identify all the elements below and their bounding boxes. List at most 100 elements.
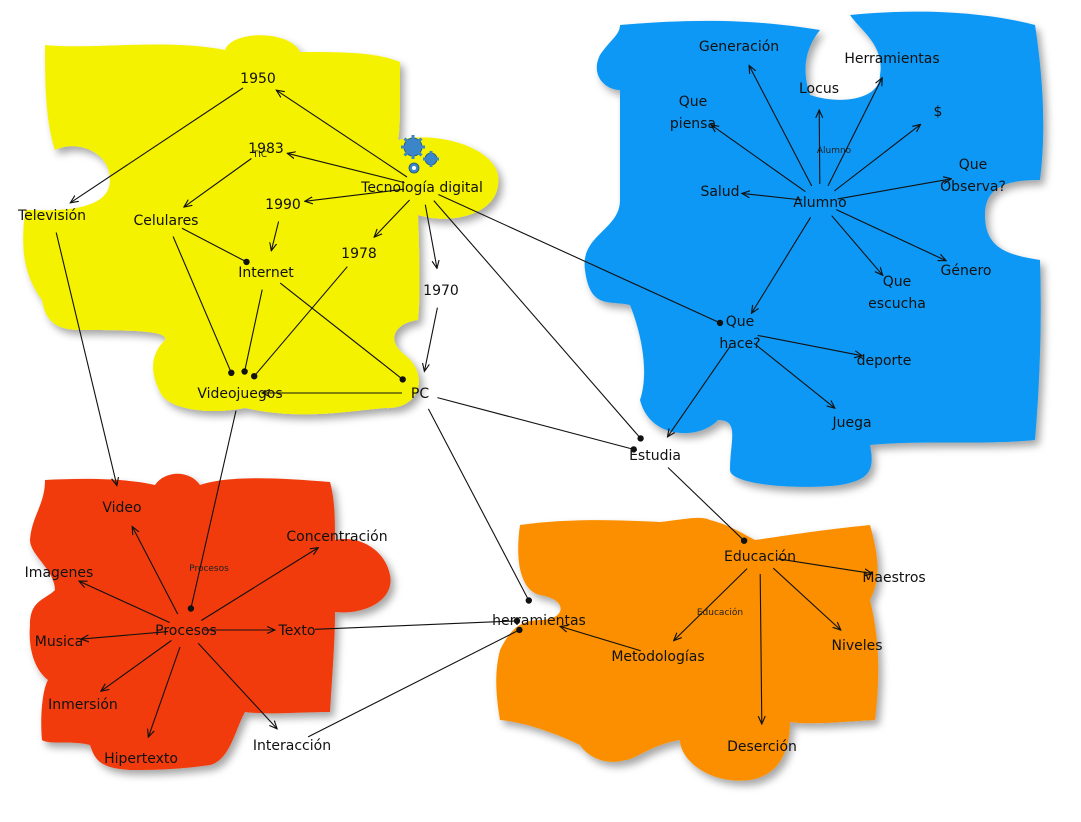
- node-texto[interactable]: Texto: [278, 623, 316, 639]
- node-metodologias[interactable]: Metodologías: [611, 649, 704, 665]
- edge-dot-pc-estudia: [630, 446, 637, 453]
- node-dolar[interactable]: $: [934, 104, 943, 120]
- edge-alumno-locus: [819, 110, 820, 185]
- node-pc[interactable]: PC: [411, 386, 429, 402]
- edge-procesos-interaccion: [197, 642, 277, 729]
- edge-tecnologia-n1990: [305, 188, 405, 201]
- edge-procesos-musica: [81, 631, 169, 640]
- edge-pc-estudia: [437, 397, 634, 450]
- node-inmersion[interactable]: Inmersión: [48, 697, 118, 713]
- node-generacion[interactable]: Generación: [699, 39, 779, 55]
- node-maestros[interactable]: Maestros: [862, 570, 925, 586]
- puzzle-piece-procesos: [29, 473, 391, 770]
- edge-tecnologia-n1983: [287, 153, 405, 184]
- edge-alumno-salud: [742, 193, 803, 201]
- edge-procesos-inmersion: [101, 640, 172, 692]
- edge-tecnologia-estudia: [433, 200, 642, 439]
- edge-dot-videojuegos-procesos: [187, 605, 195, 612]
- node-imagenes[interactable]: Imagenes: [25, 565, 94, 581]
- node-n1970[interactable]: 1970: [423, 283, 459, 299]
- edge-dot-interaccion-herramientas: [516, 626, 523, 634]
- edge-alumno-que_observa: [837, 179, 952, 200]
- node-interaccion[interactable]: Interacción: [253, 738, 331, 754]
- edge-que_hace-deporte: [757, 334, 863, 355]
- edge-tecnologia-n1978: [374, 199, 410, 237]
- node-locus[interactable]: Locus: [799, 81, 839, 97]
- node-musica[interactable]: Musica: [35, 634, 83, 650]
- edge-alumno-dolar: [833, 124, 920, 192]
- edge-alumno-genero: [836, 209, 946, 261]
- puzzle-piece-tecnologia: [23, 35, 499, 415]
- edge-internet-videojuegos: [244, 289, 263, 372]
- edge-alumno-que_hace: [752, 217, 812, 313]
- edge-educacion-desercion: [760, 573, 762, 724]
- node-n1950[interactable]: 1950: [240, 71, 276, 87]
- node-juega[interactable]: Juega: [831, 415, 871, 431]
- caption-procesos: Procesos: [189, 564, 229, 574]
- node-concentracion[interactable]: Concentración: [286, 529, 387, 545]
- edge-dot-tecnologia-que_hace: [716, 319, 724, 327]
- node-procesos[interactable]: Procesos: [155, 623, 217, 639]
- edge-n1983-celulares: [184, 158, 252, 208]
- edge-educacion-maestros: [777, 558, 873, 574]
- edge-procesos-concentracion: [201, 548, 318, 621]
- node-herramientas[interactable]: herramientas: [492, 613, 586, 629]
- puzzle-piece-educacion: [496, 517, 879, 781]
- puzzle-piece-alumno: [584, 11, 1044, 487]
- edge-pc-herramientas: [427, 408, 530, 601]
- node-tecnologia[interactable]: Tecnología digital: [360, 180, 483, 196]
- edge-n1978-videojuegos: [253, 266, 348, 377]
- node-estudia[interactable]: Estudia: [629, 448, 681, 464]
- node-television[interactable]: Televisión: [17, 208, 86, 224]
- edge-dot-celulares-videojuegos: [228, 369, 235, 376]
- edge-metodologias-herramientas: [560, 626, 641, 652]
- node-celulares[interactable]: Celulares: [134, 213, 199, 229]
- edge-que_hace-juega: [753, 342, 835, 408]
- edge-celulares-videojuegos: [172, 236, 232, 374]
- node-alumno[interactable]: Alumno: [793, 195, 846, 211]
- node-n1983[interactable]: 1983: [248, 141, 284, 157]
- node-salud[interactable]: Salud: [700, 184, 739, 200]
- gears-icon: [401, 135, 439, 174]
- node-internet[interactable]: Internet: [238, 265, 294, 281]
- node-herramientas-top[interactable]: Herramientas: [844, 51, 939, 67]
- edge-alumno-que_escucha: [831, 215, 883, 276]
- edge-n1950-television: [70, 87, 244, 203]
- node-deporte[interactable]: deporte: [857, 353, 912, 369]
- edge-dot-internet-videojuegos: [241, 368, 248, 375]
- node-videojuegos[interactable]: Videojuegos: [197, 386, 282, 402]
- edge-dot-internet-pc: [399, 376, 406, 383]
- edge-n1990-internet: [271, 221, 280, 251]
- node-genero[interactable]: Género: [941, 263, 992, 279]
- caption-alumno: Alumno: [817, 146, 852, 156]
- edge-educacion-niveles: [772, 567, 841, 630]
- edge-dot-n1978-videojuegos: [251, 373, 258, 380]
- edge-dot-celulares-internet: [243, 258, 250, 266]
- edge-tecnologia-n1970: [424, 204, 437, 269]
- edge-procesos-hipertexto: [148, 646, 181, 737]
- node-niveles[interactable]: Niveles: [831, 638, 882, 654]
- node-video[interactable]: Video: [102, 500, 141, 516]
- node-educacion[interactable]: Educación: [724, 549, 796, 565]
- edge-educacion-metodologias: [674, 568, 748, 641]
- edge-dot-texto-herramientas: [513, 617, 521, 625]
- edge-procesos-video: [132, 527, 179, 615]
- edge-que_hace-estudia: [668, 346, 731, 437]
- edge-n1970-pc: [424, 307, 438, 372]
- edge-procesos-imagenes: [79, 581, 170, 624]
- edge-texto-herramientas: [314, 620, 518, 630]
- edge-alumno-que_piensa: [711, 125, 806, 193]
- node-desercion[interactable]: Deserción: [727, 739, 797, 755]
- edge-internet-pc: [279, 282, 404, 380]
- edge-dot-tecnologia-estudia: [637, 435, 644, 442]
- node-n1990[interactable]: 1990: [265, 197, 301, 213]
- edge-celulares-internet: [181, 227, 247, 263]
- node-n1978[interactable]: 1978: [341, 246, 377, 262]
- node-hipertexto[interactable]: Hipertexto: [104, 751, 178, 767]
- edge-tecnologia-n1950: [276, 90, 408, 178]
